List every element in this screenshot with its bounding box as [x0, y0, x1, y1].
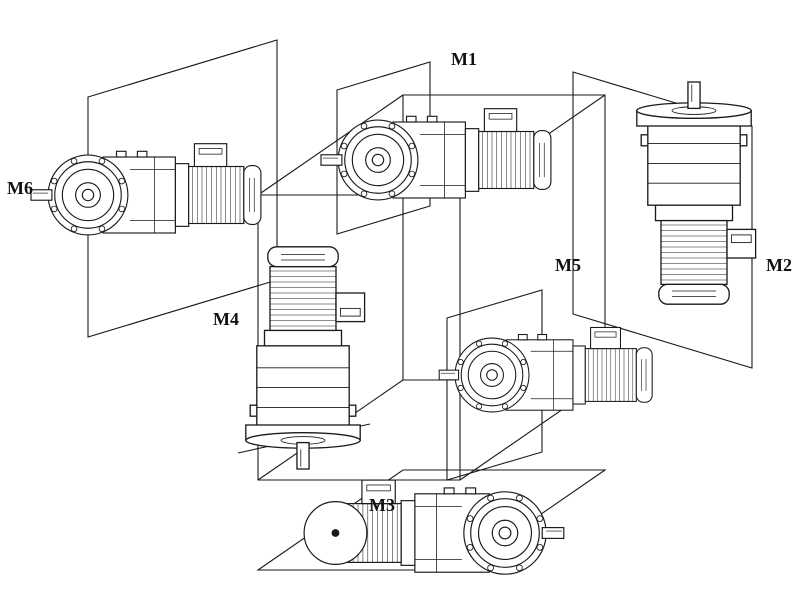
gearmotor-m3-illustration: [303, 479, 565, 575]
position-label-m1: M1: [451, 49, 477, 69]
gearmotor-m5-illustration: [438, 326, 653, 413]
mounting-plane-m5: [446, 289, 543, 481]
gearmotor-m1-illustration: [320, 108, 552, 201]
mounting-plane-m1: [336, 61, 431, 235]
position-label-m6: M6: [7, 178, 33, 198]
gearmotor-m2-illustration: [636, 81, 757, 305]
gearmotor-m4-illustration: [245, 246, 366, 470]
position-label-m4: M4: [213, 309, 239, 329]
position-label-m3: M3: [369, 495, 395, 515]
gearmotor-m6-illustration: [30, 143, 262, 236]
position-label-m2: M2: [766, 255, 792, 275]
position-label-m5: M5: [555, 255, 581, 275]
